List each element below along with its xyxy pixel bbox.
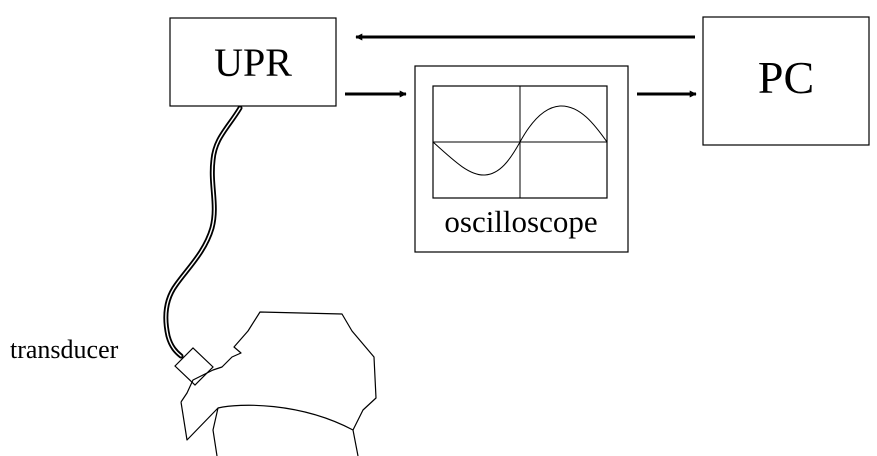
transducer-label: transducer xyxy=(10,335,119,364)
transducer-cable xyxy=(163,105,243,359)
specimen-outline xyxy=(180,311,377,456)
specimen-inner-contour xyxy=(217,404,354,431)
sine-wave xyxy=(432,105,608,176)
transducer-probe xyxy=(174,347,214,386)
oscilloscope-label: oscilloscope xyxy=(444,204,597,239)
upr-label: UPR xyxy=(214,40,292,85)
upr-box: UPR xyxy=(169,17,337,107)
oscilloscope-box: oscilloscope xyxy=(414,65,629,253)
pc-box: PC xyxy=(702,16,870,146)
pc-label: PC xyxy=(758,52,814,103)
